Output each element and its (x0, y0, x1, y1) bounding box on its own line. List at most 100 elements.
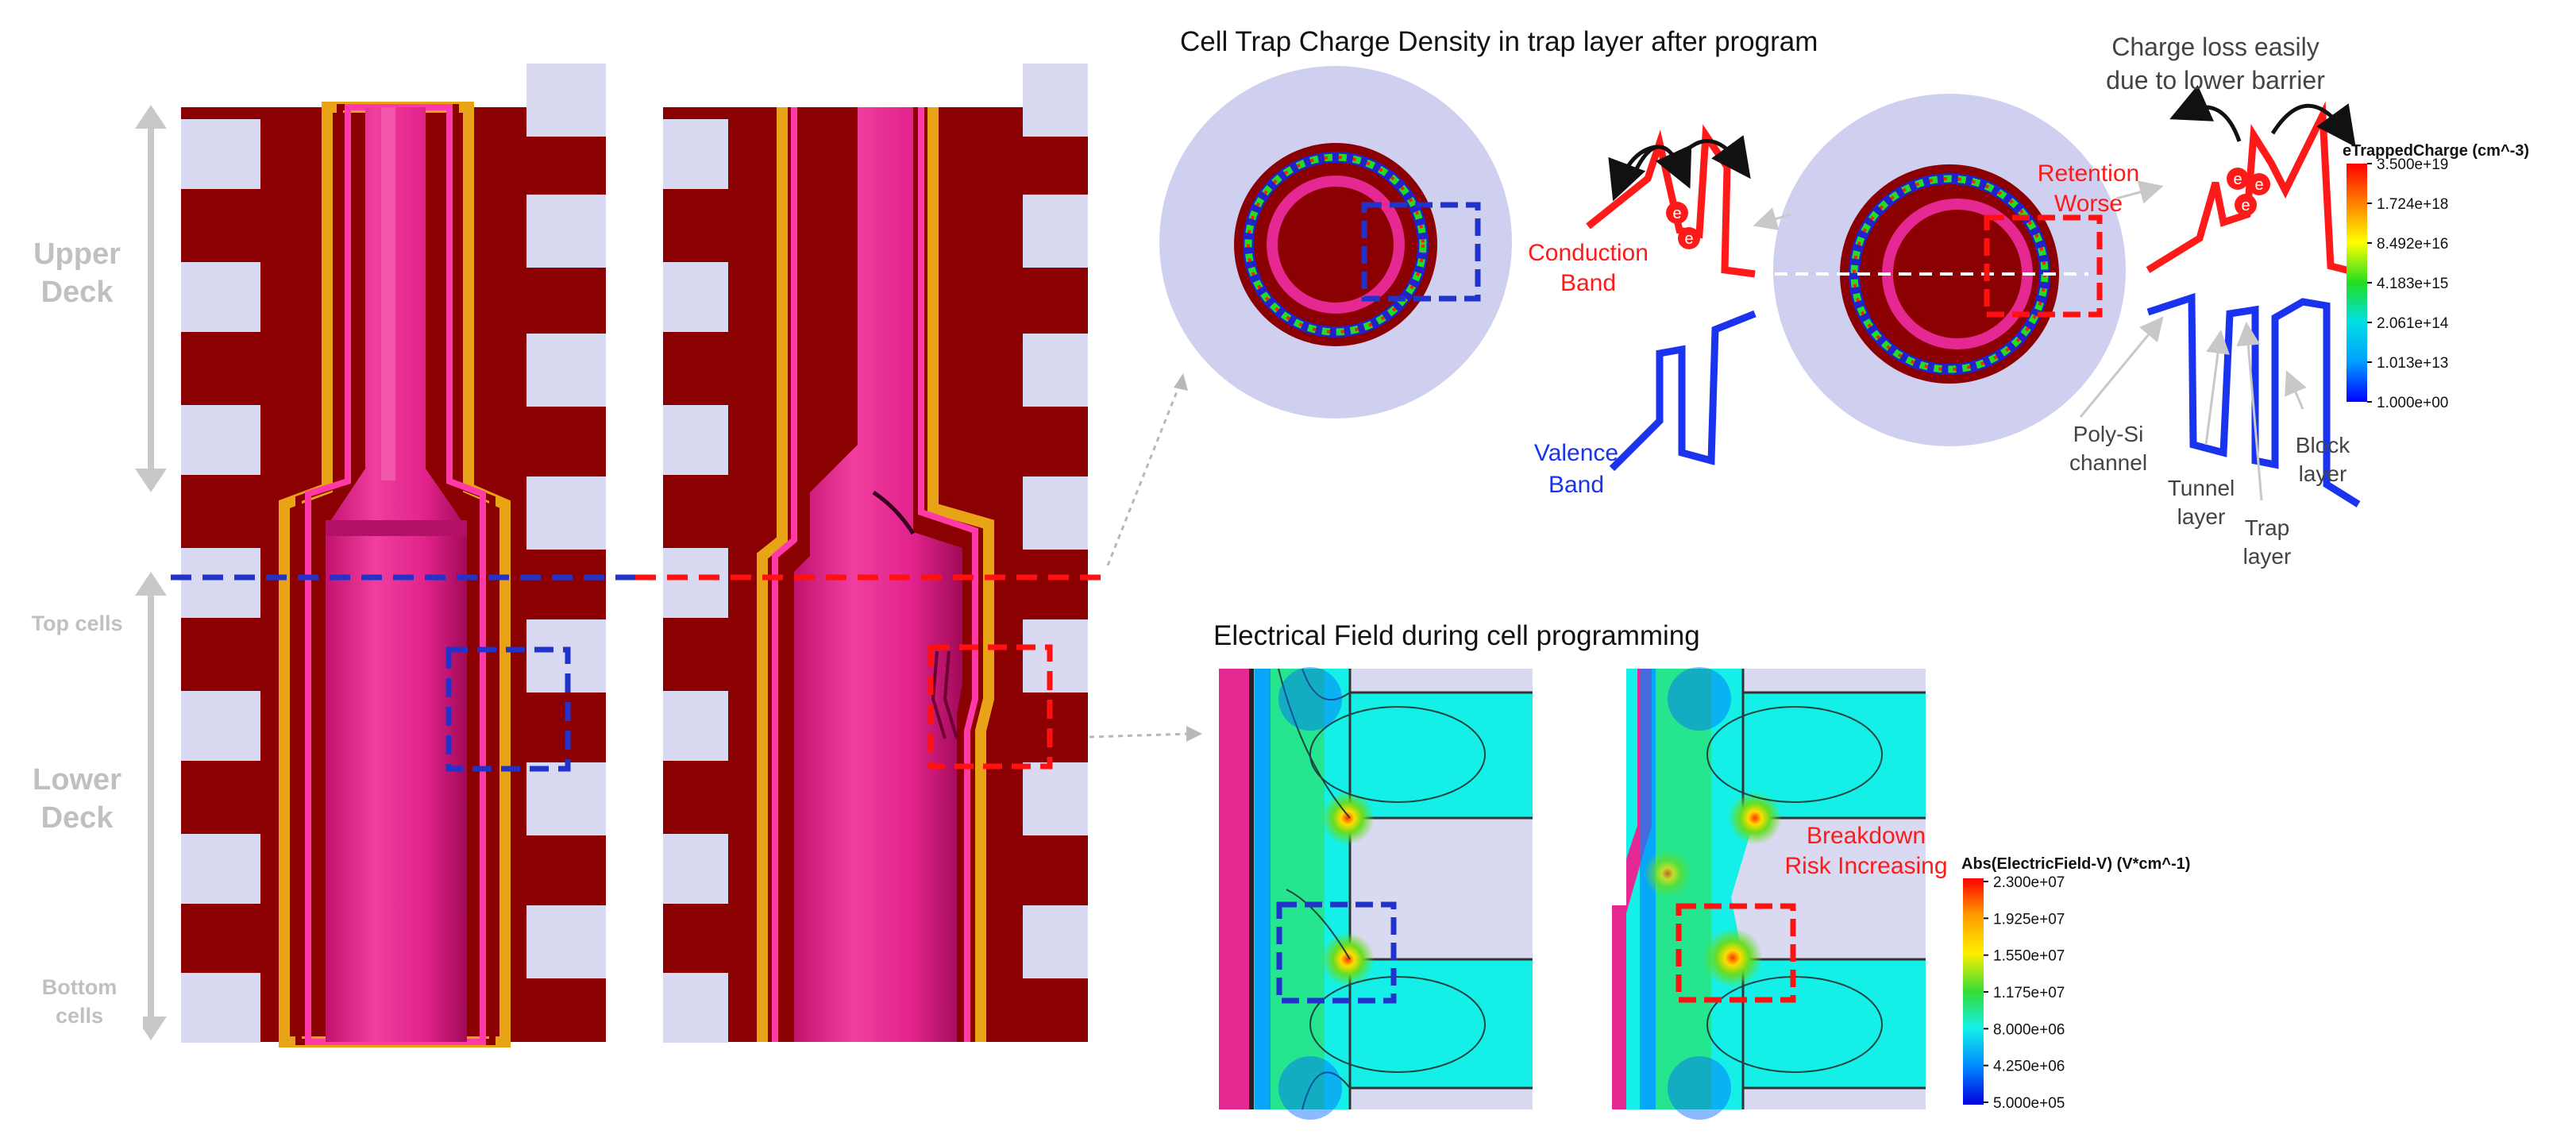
field-legend-tick-label-4: 8.000e+06 (1993, 1021, 2065, 1038)
wordline-right-3 (526, 476, 606, 550)
field-legend-tick-label-0: 2.300e+07 (1993, 874, 2065, 891)
cross-section-aligned (181, 64, 606, 1047)
wordline-b-right-2 (1023, 334, 1088, 407)
grey-arrow-mid (1753, 207, 1791, 231)
retention-label-2: Worse (2054, 191, 2123, 217)
trap-legend-title: eTrappedCharge (cm^-3) (2343, 142, 2529, 160)
trap-disc-left (1159, 66, 1512, 419)
lower-deck-label-2: Deck (41, 801, 114, 835)
trap-legend-tick-label-2: 8.492e+16 (2377, 236, 2448, 253)
field-panel-left (1219, 667, 1533, 1120)
electron-symbol-4: e (2254, 176, 2263, 194)
wordline-rects-misaligned (663, 64, 1088, 1043)
field-legend-tick-label-2: 1.550e+07 (1993, 948, 2065, 965)
wordline-b-right-0 (1023, 64, 1088, 137)
wordline-b-left-3 (663, 548, 728, 618)
upper-deck-label-1: Upper (33, 237, 121, 271)
wordline-right-1 (526, 195, 606, 268)
field-legend-title: Abs(ElectricField-V) (V*cm^-1) (1961, 855, 2190, 873)
band-diagram-right: e e e (2146, 85, 2364, 507)
trap-legend-tick-label-1: 1.724e+18 (2377, 196, 2448, 213)
trap-layer-label-1: Trap (2245, 515, 2290, 540)
red-box-trap (1984, 214, 2103, 318)
wordline-left-4 (181, 691, 260, 761)
trap-legend-colorbar (2347, 164, 2367, 402)
lower-deck-label-bg (16, 750, 135, 838)
band-diagram-left: e e (1586, 124, 1757, 472)
wordline-b-left-1 (663, 262, 728, 332)
block-label-2: layer (2299, 461, 2347, 486)
wordline-b-right-3 (1023, 476, 1088, 550)
lower-deck-arrow (135, 572, 167, 1040)
tunnel-label-2: layer (2177, 504, 2226, 529)
upper-deck-arrow (135, 105, 167, 492)
top-cells-label: Top cells (31, 612, 122, 635)
wordline-right-5 (526, 762, 606, 835)
field-section-title: Electrical Field during cell programming (1213, 620, 1700, 651)
trap-section-title: Cell Trap Charge Density in trap layer a… (1180, 26, 1818, 57)
wordline-b-right-5 (1023, 762, 1088, 835)
top-cells-label-bg (16, 608, 143, 637)
blue-highlight-box-left (445, 646, 571, 772)
cross-section-misaligned (663, 64, 1088, 1043)
field-legend-tick-label-1: 1.925e+07 (1993, 911, 2065, 928)
wordline-left-2 (181, 405, 260, 475)
retention-label-1: Retention (2038, 160, 2139, 187)
trap-legend-tick-label-3: 4.183e+15 (2377, 276, 2448, 292)
wordline-b-left-2 (663, 405, 728, 475)
wordline-right-0 (526, 64, 606, 137)
pointer-head-1 (1174, 373, 1188, 391)
field-legend-tick-label-5: 4.250e+06 (1993, 1059, 2065, 1075)
wordline-b-right-1 (1023, 195, 1088, 268)
wordline-b-left-0 (663, 119, 728, 189)
trap-legend-tick-label-6: 1.000e+00 (2377, 395, 2448, 411)
lower-deck-label-1: Lower (33, 763, 121, 797)
pointer-to-field-view (1089, 732, 1190, 739)
layer-pointers (2079, 316, 2307, 501)
trap-legend-tick-label-4: 2.061e+14 (2377, 315, 2449, 332)
trap-disc-right (1773, 94, 2126, 446)
conduction-band-label-1: Conduction (1528, 240, 1649, 266)
bottom-cells-label-bg (16, 972, 143, 1034)
wordline-rects-aligned (181, 64, 606, 1043)
red-highlight-box-left (927, 644, 1053, 770)
wordline-b-left-4 (663, 691, 728, 761)
wordline-right-6 (526, 905, 606, 978)
poly-si-label-2: channel (2069, 450, 2147, 475)
wordline-left-1 (181, 262, 260, 332)
retention-arrow (2115, 180, 2164, 204)
red-box-field (1676, 903, 1796, 1003)
poly-si-label-1: Poly-Si (2073, 422, 2144, 446)
block-label-1: Block (2296, 433, 2350, 457)
valence-band-label-1: Valence (1534, 440, 1618, 466)
field-legend-tick-label-6: 5.000e+05 (1993, 1095, 2065, 1112)
charge-loss-label-2: due to lower barrier (2106, 66, 2325, 95)
field-legend-colorbar (1963, 878, 1984, 1105)
wordline-b-left-5 (663, 834, 728, 904)
bottom-cells-label-1: Bottom (42, 975, 117, 999)
pointer-to-trap-view (1106, 379, 1183, 566)
field-legend-tick-label-3: 1.175e+07 (1993, 985, 2065, 1001)
blue-box-trap (1361, 202, 1481, 302)
charge-loss-label-1: Charge loss easily (2111, 33, 2319, 61)
blue-box-field (1276, 901, 1397, 1004)
wordline-left-5 (181, 834, 260, 904)
trap-legend-ticks: 3.500e+19 1.724e+18 8.492e+16 4.183e+15 2.06… (2367, 156, 2449, 411)
electron-symbol-5: e (2241, 197, 2250, 214)
electron-symbol-2: e (1684, 230, 1693, 248)
wordline-b-right-6 (1023, 905, 1088, 978)
wordline-left-3 (181, 548, 260, 618)
field-legend: Abs(ElectricField-V) (V*cm^-1) 2.300e+07… (1961, 855, 2190, 1112)
trap-layer-label-2: layer (2243, 544, 2292, 569)
electron-symbol-1: e (1672, 205, 1681, 222)
electron-symbol-3: e (2233, 171, 2242, 188)
conduction-band-label-2: Band (1560, 270, 1616, 296)
wordline-b-left-6 (663, 973, 728, 1043)
trap-legend-tick-label-0: 3.500e+19 (2377, 156, 2448, 173)
breakdown-label-2: Risk Increasing (1784, 853, 1947, 879)
upper-deck-label-2: Deck (41, 276, 114, 309)
trap-legend-tick-label-5: 1.013e+13 (2377, 355, 2448, 372)
valence-band-label-2: Band (1548, 472, 1604, 498)
upper-deck-label-bg (16, 222, 135, 318)
